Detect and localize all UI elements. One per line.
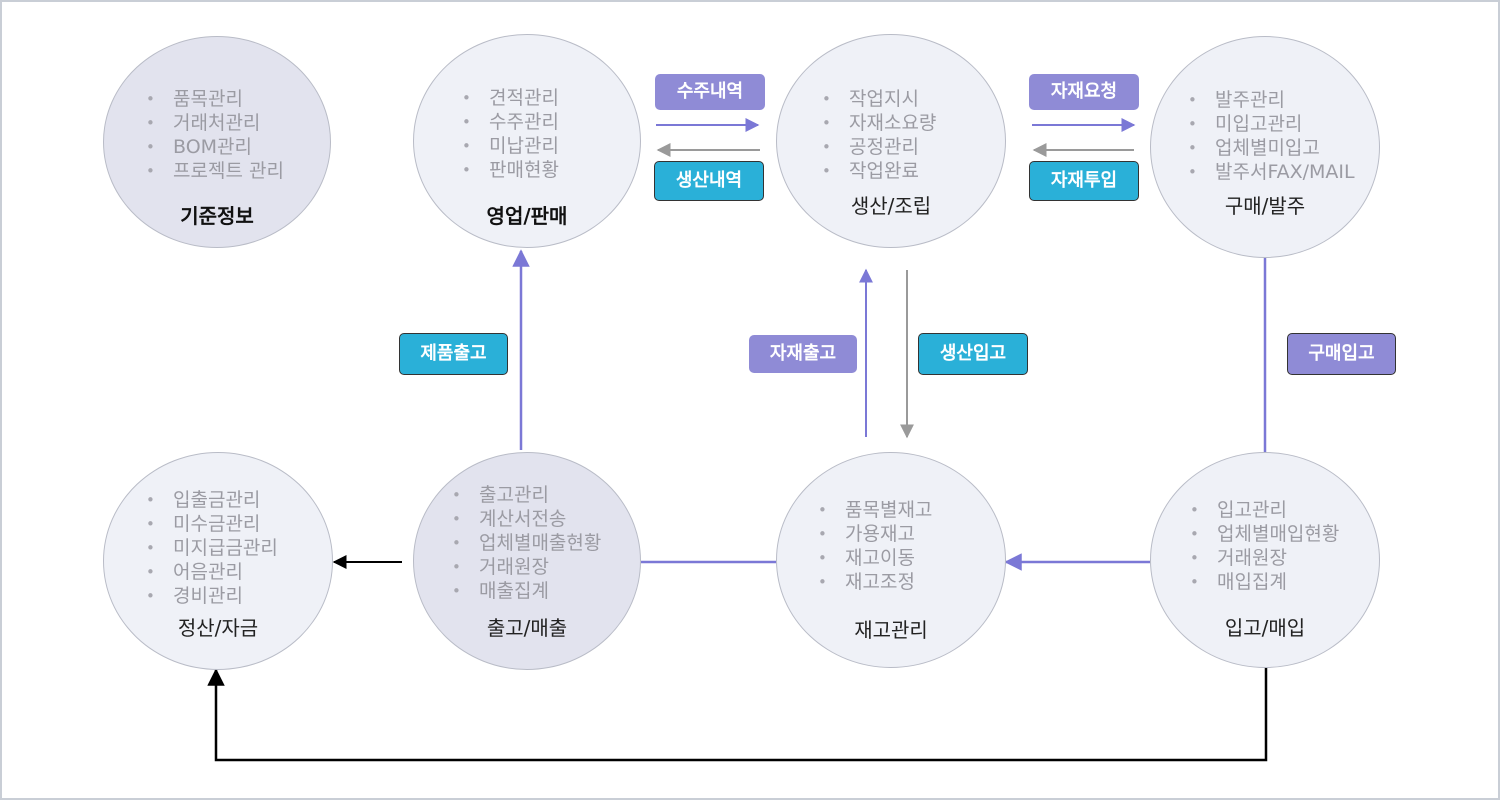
- list-item: 거래원장: [1187, 546, 1339, 570]
- list-item: 어음관리: [143, 560, 278, 584]
- flow-label-production-receipt: 생산입고: [918, 333, 1028, 375]
- flow-label-material-input: 자재투입: [1029, 161, 1139, 201]
- list-item: 미입고관리: [1185, 112, 1355, 136]
- list-item: 자재소요량: [819, 111, 936, 135]
- list-item: 가용재고: [815, 522, 932, 546]
- flow-label-production-history: 생산내역: [654, 161, 764, 201]
- list-item: 프로젝트 관리: [143, 159, 284, 183]
- node-sales: 견적관리 수주관리 미납관리 판매현황 영업/판매: [413, 34, 641, 248]
- list-item: 계산서전송: [449, 507, 601, 531]
- flow-label-material-issue: 자재출고: [749, 335, 857, 373]
- node-receiving: 입고관리 업체별매입현황 거래원장 매입집계 입고/매입: [1150, 452, 1380, 668]
- node-title: 정산/자금: [177, 616, 259, 640]
- master-data-list: 품목관리 거래처관리 BOM관리 프로젝트 관리: [143, 87, 284, 183]
- node-inventory: 품목별재고 가용재고 재고이동 재고조정 재고관리: [776, 452, 1006, 668]
- node-purchase: 발주관리 미입고관리 업체별미입고 발주서FAX/MAIL 구매/발주: [1150, 36, 1380, 258]
- node-title: 기준정보: [180, 204, 254, 228]
- list-item: 매입집계: [1187, 570, 1339, 594]
- inventory-list: 품목별재고 가용재고 재고이동 재고조정: [815, 498, 932, 594]
- list-item: 거래원장: [449, 555, 601, 579]
- list-item: 작업지시: [819, 87, 936, 111]
- list-item: 거래처관리: [143, 111, 284, 135]
- list-item: 매출집계: [449, 579, 601, 603]
- node-title: 입고/매입: [1224, 616, 1306, 640]
- sales-list: 견적관리 수주관리 미납관리 판매현황: [459, 86, 559, 182]
- list-item: 재고조정: [815, 570, 932, 594]
- list-item: 품목관리: [143, 87, 284, 111]
- receiving-list: 입고관리 업체별매입현황 거래원장 매입집계: [1187, 498, 1339, 594]
- list-item: 견적관리: [459, 86, 559, 110]
- list-item: 입출금관리: [143, 488, 278, 512]
- list-item: 경비관리: [143, 584, 278, 608]
- node-title: 생산/조립: [850, 194, 932, 218]
- list-item: 미납관리: [459, 134, 559, 158]
- list-item: 발주관리: [1185, 88, 1355, 112]
- list-item: 판매현황: [459, 158, 559, 182]
- node-master-data: 품목관리 거래처관리 BOM관리 프로젝트 관리 기준정보: [103, 36, 331, 248]
- node-title: 출고/매출: [486, 616, 568, 640]
- list-item: 입고관리: [1187, 498, 1339, 522]
- list-item: 작업완료: [819, 159, 936, 183]
- settlement-list: 입출금관리 미수금관리 미지급금관리 어음관리 경비관리: [143, 488, 278, 608]
- list-item: 업체별매출현황: [449, 531, 601, 555]
- list-item: 업체별미입고: [1185, 136, 1355, 160]
- purchase-list: 발주관리 미입고관리 업체별미입고 발주서FAX/MAIL: [1185, 88, 1355, 184]
- arrow-receiving-to-settlement: [207, 668, 1268, 762]
- production-list: 작업지시 자재소요량 공정관리 작업완료: [819, 87, 936, 183]
- flow-label-order-history: 수주내역: [655, 74, 765, 110]
- list-item: BOM관리: [143, 135, 284, 159]
- list-item: 출고관리: [449, 483, 601, 507]
- flow-label-purchase-receipt: 구매입고: [1287, 333, 1396, 375]
- list-item: 품목별재고: [815, 498, 932, 522]
- node-production: 작업지시 자재소요량 공정관리 작업완료 생산/조립: [776, 34, 1006, 248]
- node-title: 재고관리: [854, 618, 928, 642]
- shipping-list: 출고관리 계산서전송 업체별매출현황 거래원장 매출집계: [449, 483, 601, 603]
- node-settlement: 입출금관리 미수금관리 미지급금관리 어음관리 경비관리 정산/자금: [103, 452, 333, 670]
- list-item: 재고이동: [815, 546, 932, 570]
- list-item: 미수금관리: [143, 512, 278, 536]
- list-item: 수주관리: [459, 110, 559, 134]
- list-item: 발주서FAX/MAIL: [1185, 160, 1355, 184]
- flow-label-material-request: 자재요청: [1029, 74, 1139, 110]
- node-title: 영업/판매: [486, 204, 568, 228]
- node-shipping: 출고관리 계산서전송 업체별매출현황 거래원장 매출집계 출고/매출: [413, 452, 641, 670]
- list-item: 미지급금관리: [143, 536, 278, 560]
- node-title: 구매/발주: [1224, 194, 1306, 218]
- flow-label-product-shipment: 제품출고: [399, 333, 508, 375]
- list-item: 공정관리: [819, 135, 936, 159]
- list-item: 업체별매입현황: [1187, 522, 1339, 546]
